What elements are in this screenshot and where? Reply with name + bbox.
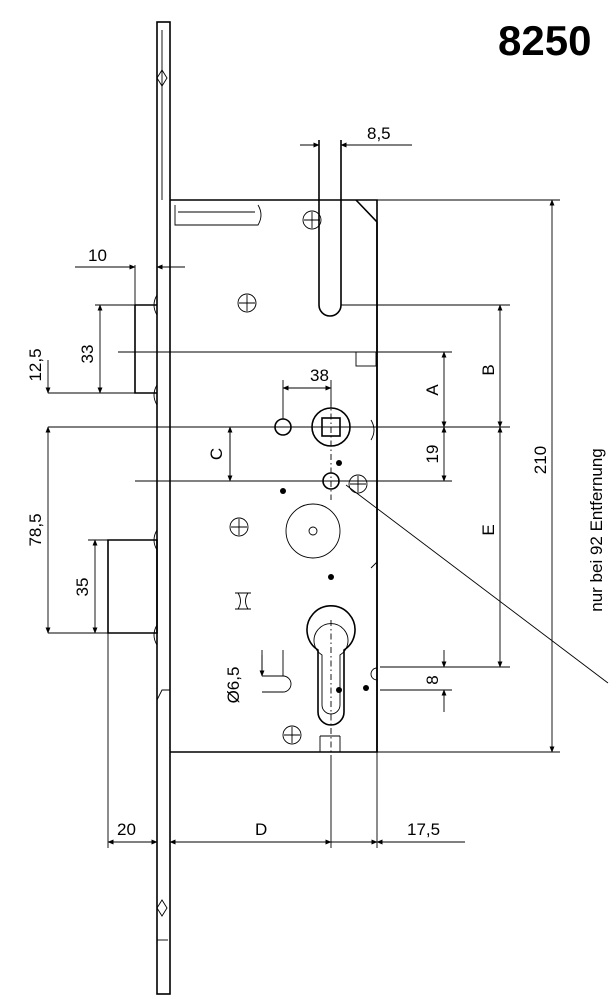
cylinder-cutout xyxy=(306,605,356,726)
lock-case xyxy=(170,199,378,753)
dimension-lines xyxy=(45,142,555,845)
dim-210: 210 xyxy=(531,446,550,474)
dot-1 xyxy=(280,488,286,494)
note-leader xyxy=(345,484,609,684)
screw-icon-3 xyxy=(229,517,249,537)
square-mark xyxy=(235,592,251,610)
dim-33: 33 xyxy=(78,345,97,364)
vertical-slot xyxy=(318,140,342,317)
dim-B: B xyxy=(479,364,498,375)
screw-icon-1 xyxy=(302,210,322,230)
dim-17-5: 17,5 xyxy=(407,820,440,839)
dim-A: A xyxy=(423,384,442,396)
distance-note: nur bei 92 Entfernung xyxy=(587,448,606,612)
screw-icon-4 xyxy=(282,725,302,745)
dead-bolt xyxy=(107,529,158,646)
dim-D: D xyxy=(255,820,267,839)
small-hole xyxy=(262,675,292,693)
latch-bolt xyxy=(134,294,158,406)
dot-4 xyxy=(363,685,369,691)
dim-C: C xyxy=(207,448,226,460)
dim-8-5: 8,5 xyxy=(367,124,391,143)
screw-icon-2 xyxy=(237,293,257,313)
dim-8: 8 xyxy=(423,675,442,684)
dim-10: 10 xyxy=(88,246,107,265)
notch xyxy=(370,667,378,681)
dot-2 xyxy=(336,460,342,466)
extension-lines xyxy=(48,140,560,848)
dim-78-5: 78,5 xyxy=(26,513,45,546)
dim-19: 19 xyxy=(423,445,442,464)
dot-3 xyxy=(328,574,334,580)
rotor xyxy=(285,503,341,559)
dim-6-5: Ø6,5 xyxy=(224,667,243,704)
dim-E: E xyxy=(479,524,498,535)
dim-20: 20 xyxy=(117,820,136,839)
dim-38: 38 xyxy=(310,366,329,385)
screw-icon-5 xyxy=(348,474,368,494)
dim-12-5: 12,5 xyxy=(26,348,45,381)
dim-35: 35 xyxy=(73,578,92,597)
faceplate xyxy=(156,21,171,995)
model-number: 8250 xyxy=(498,17,591,64)
dot-5 xyxy=(336,687,342,693)
